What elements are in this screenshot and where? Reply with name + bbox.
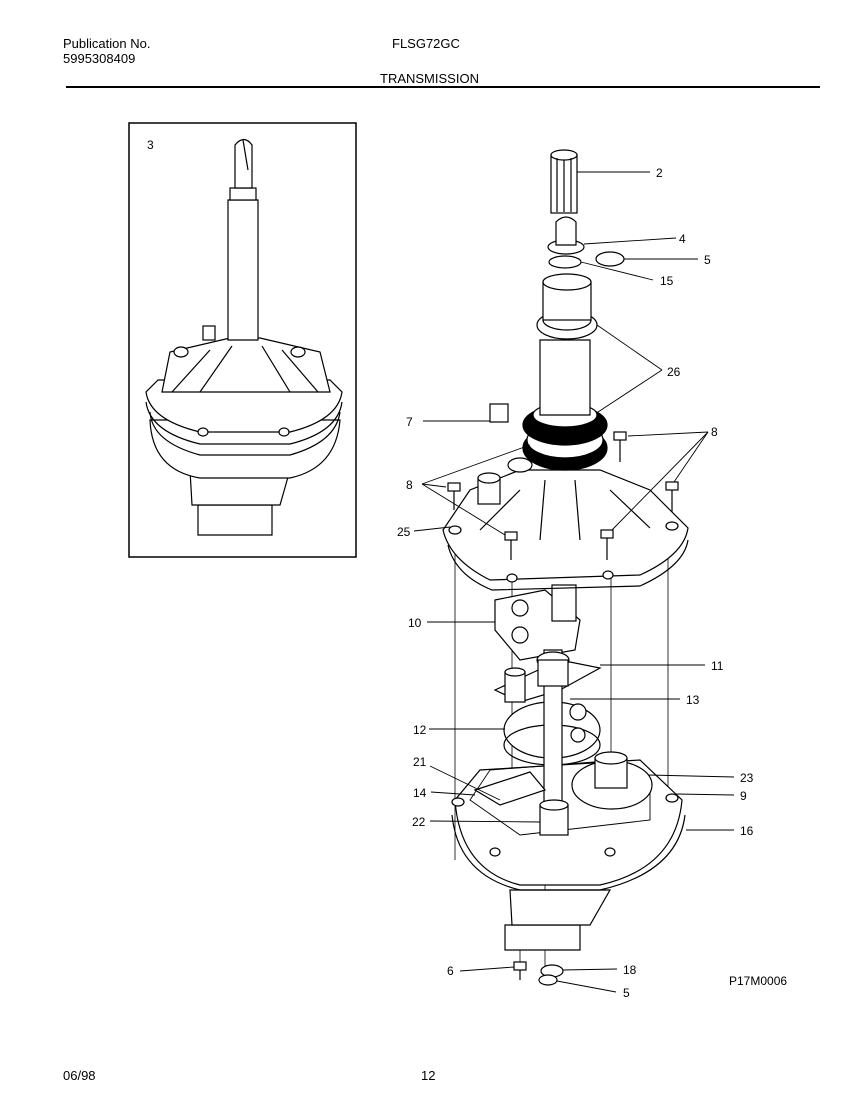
part-label-21: 21 bbox=[413, 755, 427, 769]
part-label-15: 15 bbox=[660, 274, 674, 288]
page-number: 12 bbox=[421, 1068, 436, 1083]
publication-label: Publication No. bbox=[63, 36, 151, 51]
part-label-3: 3 bbox=[147, 138, 154, 152]
part-label-6: 6 bbox=[447, 964, 454, 978]
part-label-12: 12 bbox=[413, 723, 427, 737]
part-label-2: 2 bbox=[656, 166, 663, 180]
publication-number: 5995308409 bbox=[63, 51, 136, 66]
case-bottom-block bbox=[504, 924, 581, 951]
part-label-25: 25 bbox=[397, 525, 411, 539]
part-label-9: 9 bbox=[740, 789, 747, 803]
exploded-view bbox=[442, 149, 689, 986]
part-label-4: 4 bbox=[679, 232, 686, 246]
clip-5 bbox=[595, 251, 625, 267]
model-number: FLSG72GC bbox=[392, 36, 460, 51]
part-label-8-left: 8 bbox=[406, 478, 413, 492]
drawing-code: P17M0006 bbox=[729, 974, 787, 988]
part-label-11: 11 bbox=[711, 659, 724, 673]
part-label-14: 14 bbox=[413, 786, 427, 800]
footer-date: 06/98 bbox=[63, 1068, 96, 1083]
plug-7 bbox=[489, 403, 509, 423]
bolt-6 bbox=[513, 961, 527, 971]
ring-15 bbox=[548, 255, 582, 269]
assembled-transmission-inset bbox=[128, 122, 357, 558]
part-label-26: 26 bbox=[667, 365, 681, 379]
part-label-7: 7 bbox=[406, 415, 413, 429]
part-label-5-top: 5 bbox=[704, 253, 711, 267]
bolts-8 bbox=[447, 431, 679, 560]
part-label-16: 16 bbox=[740, 824, 754, 838]
part-label-10: 10 bbox=[408, 616, 422, 630]
part-label-5-bottom: 5 bbox=[623, 986, 630, 1000]
part-label-18: 18 bbox=[623, 963, 637, 977]
section-title: TRANSMISSION bbox=[380, 71, 479, 86]
part-label-23: 23 bbox=[740, 771, 754, 785]
part-label-8-right: 8 bbox=[711, 425, 718, 439]
part-label-22: 22 bbox=[412, 815, 426, 829]
part-label-13: 13 bbox=[686, 693, 700, 707]
top-housing-25 bbox=[442, 469, 689, 581]
leader-lines bbox=[413, 171, 735, 993]
